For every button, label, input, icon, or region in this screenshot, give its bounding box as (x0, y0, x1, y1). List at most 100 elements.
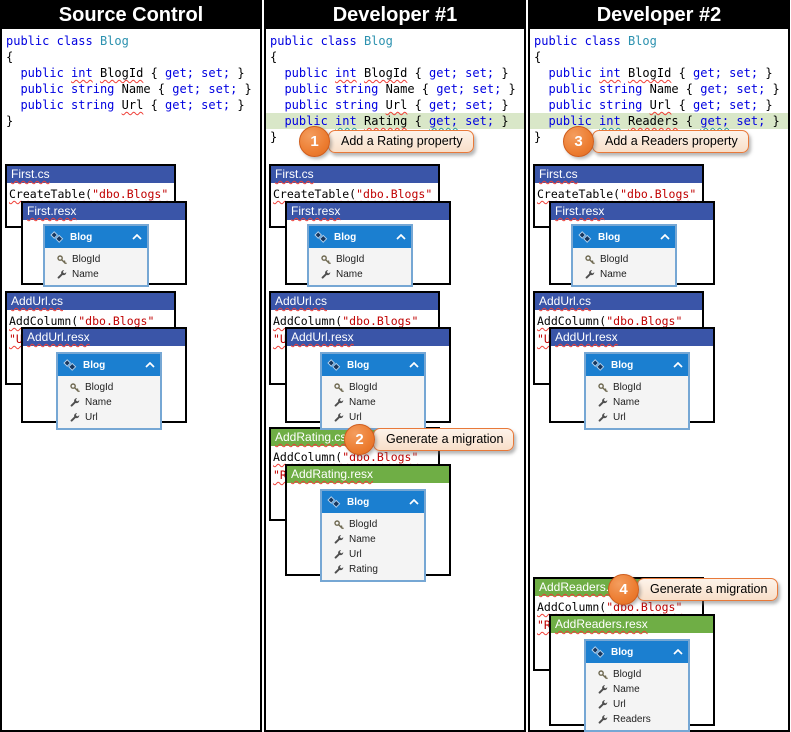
column-label: Readers (613, 714, 651, 725)
chevron-up-icon[interactable] (660, 234, 670, 240)
column-label: BlogId (349, 519, 378, 530)
column-label: Name (600, 269, 627, 280)
chevron-up-icon[interactable] (673, 649, 683, 655)
code-line: } (266, 129, 524, 145)
column-label: BlogId (336, 254, 365, 265)
token-punctuation: { (270, 50, 278, 64)
entity-table: Blog BlogId Name Url Rating (320, 489, 426, 582)
token-keyword: string (335, 98, 379, 112)
token-keyword: set; (736, 82, 766, 96)
column-label: BlogId (613, 382, 642, 393)
token-keyword: int (71, 66, 93, 80)
table-row: Name (598, 395, 688, 410)
code-line: { (530, 49, 788, 65)
code-line: { (266, 49, 524, 65)
token-keyword: public (20, 66, 64, 80)
code-line: public string Url { get; set; } (266, 97, 524, 113)
entity-table-body: BlogId Name Url Rating (322, 513, 424, 580)
token-punctuation: } (501, 114, 509, 128)
token-keyword: get; (693, 98, 722, 112)
column-developer-2: Developer #2 public class Blog { public … (528, 0, 790, 732)
step-label: Generate a migration (373, 428, 515, 451)
token-keyword: get; (165, 66, 194, 80)
file-card-first-resx: First.resx Blog BlogId Name (285, 201, 451, 287)
column-label: Url (349, 549, 362, 560)
file-name: AddUrl.cs (539, 294, 592, 308)
code-line: public int BlogId { get; set; } (266, 65, 524, 81)
file-name: AddRating.resx (291, 467, 374, 481)
token-keyword: int (599, 66, 621, 80)
token-identifier: AddColumn( (537, 600, 607, 614)
code-line-highlighted: public int Rating { get; set; } (266, 113, 524, 129)
chevron-up-icon[interactable] (145, 362, 155, 368)
token-punctuation: } (772, 82, 780, 96)
table-row: BlogId (334, 380, 424, 395)
column-label: BlogId (349, 382, 378, 393)
column-developer-1: Developer #1 public class Blog { public … (264, 0, 526, 732)
code-line: public class Blog (266, 33, 524, 49)
entity-table-header: Blog (45, 226, 147, 248)
entity-table: Blog BlogId Name Url (320, 352, 426, 430)
file-name: First.resx (555, 204, 605, 218)
token-class-name: Blog (363, 34, 393, 48)
file-card-code: CreateTable("dbo.Blogs" (535, 183, 702, 205)
code-line-highlighted: public int Readers { get; set; } (530, 113, 788, 129)
token-identifier: AddColumn( (273, 314, 343, 328)
token-keyword: public (6, 34, 50, 48)
wrench-icon (598, 412, 608, 423)
key-icon (57, 254, 67, 265)
token-identifier: Url (121, 98, 144, 112)
step-badge: 4 (608, 574, 639, 605)
token-keyword: set; (729, 98, 759, 112)
code-line: public int BlogId { get; set; } (530, 65, 788, 81)
token-identifier: CreateTable( (9, 187, 93, 201)
file-card-addurl-resx: AddUrl.resx Blog BlogId Name Url (21, 327, 187, 430)
table-row: Name (70, 395, 160, 410)
file-card-addurl-resx: AddUrl.resx Blog BlogId Name Url (285, 327, 451, 430)
table-row: Name (585, 267, 675, 282)
token-punctuation: { (6, 50, 14, 64)
step-label: Generate a migration (637, 578, 779, 601)
token-keyword: public (548, 98, 592, 112)
token-identifier: Rating (363, 114, 408, 128)
step-label: Add a Rating property (328, 130, 474, 153)
token-identifier: CreateTable( (537, 187, 621, 201)
token-punctuation: } (237, 66, 245, 80)
entity-table-title: Blog (347, 359, 370, 371)
chevron-up-icon[interactable] (409, 362, 419, 368)
file-name: First.cs (539, 167, 578, 181)
token-punctuation: { (150, 98, 158, 112)
token-keyword: public (548, 114, 592, 128)
wrench-icon (321, 269, 331, 280)
entity-table-header: Blog (322, 354, 424, 376)
column-source-control: Source Control public class Blog { publi… (0, 0, 262, 732)
chevron-up-icon[interactable] (396, 234, 406, 240)
token-keyword: public (548, 66, 592, 80)
file-card-code: AddColumn("dbo.Blogs" "U (271, 310, 438, 350)
file-name: AddUrl.resx (555, 330, 618, 344)
token-punctuation: } (772, 114, 780, 128)
step-badge: 1 (299, 126, 330, 157)
token-identifier: CreateTable( (273, 187, 357, 201)
token-keyword: set; (736, 114, 766, 128)
key-icon (585, 254, 595, 265)
chevron-up-icon[interactable] (132, 234, 142, 240)
chevron-up-icon[interactable] (673, 362, 683, 368)
file-card-addrating-resx: AddRating.resx Blog BlogId Name Url Rati… (285, 464, 451, 582)
key-icon (70, 382, 80, 393)
column-label: BlogId (72, 254, 101, 265)
code-line: public string Url { get; set; } (2, 97, 260, 113)
table-row: Url (598, 697, 688, 712)
file-name: AddUrl.resx (27, 330, 90, 344)
token-punctuation: } (270, 130, 278, 144)
chevron-up-icon[interactable] (409, 499, 419, 505)
token-identifier: Name (385, 82, 415, 96)
table-row: BlogId (334, 517, 424, 532)
column-label: Url (613, 699, 626, 710)
code-line: } (530, 129, 788, 145)
table-row: Url (70, 410, 160, 425)
file-name: AddReaders.cs (539, 580, 622, 594)
entity-table-body: BlogId Name (573, 248, 675, 285)
token-identifier: Name (649, 82, 679, 96)
table-row: BlogId (598, 667, 688, 682)
